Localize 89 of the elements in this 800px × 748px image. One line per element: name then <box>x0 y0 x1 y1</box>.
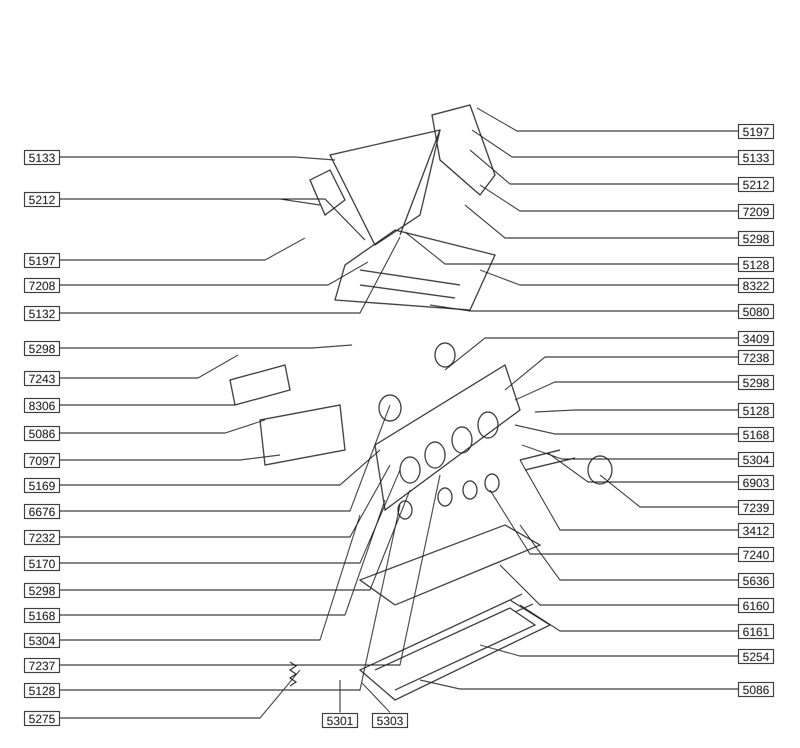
leader-line <box>60 514 360 640</box>
callout-number: 5086 <box>24 426 60 440</box>
leader-line <box>600 474 738 508</box>
callout-number: 5168 <box>24 608 60 622</box>
leader-line <box>60 500 386 616</box>
callout-number: 5636 <box>738 572 774 588</box>
callout-number: 5304 <box>738 452 774 466</box>
callout-number: 5170 <box>24 556 60 570</box>
leader-line <box>60 470 400 564</box>
callout-number: 7243 <box>24 370 60 386</box>
leader-line <box>60 404 236 406</box>
callout-number: 5133 <box>738 150 774 164</box>
callout-number: 7240 <box>738 546 774 562</box>
leader-line <box>60 262 368 286</box>
leader-line <box>480 644 738 656</box>
callout-number: 5275 <box>24 710 60 726</box>
callout-number: 7232 <box>24 530 60 544</box>
callout-number: 5298 <box>24 340 60 356</box>
leader-line <box>60 450 380 486</box>
leader-line <box>420 680 738 690</box>
callout-number: 5133 <box>24 150 60 164</box>
leader-line <box>60 474 440 666</box>
callout-number: 7237 <box>24 658 60 672</box>
leader-line <box>60 156 336 160</box>
leader-line <box>472 130 738 158</box>
leader-line <box>480 270 738 286</box>
callout-number: 7238 <box>738 350 774 364</box>
callout-number: 5168 <box>738 426 774 442</box>
leader-line <box>520 524 738 580</box>
callout-number: 5254 <box>738 648 774 664</box>
leader-line <box>500 564 738 606</box>
leader-line <box>60 404 390 512</box>
callout-number: 5303 <box>372 712 408 728</box>
leader-line <box>60 504 400 690</box>
leader-line <box>464 204 738 238</box>
callout-number: 5298 <box>738 374 774 390</box>
leader-line <box>60 236 400 314</box>
callout-number: 6160 <box>738 598 774 612</box>
callout-number: 5132 <box>24 306 60 320</box>
leader-line <box>60 490 410 590</box>
leader-line <box>60 354 238 378</box>
leader-line <box>444 338 738 370</box>
leader-line <box>60 670 300 718</box>
callout-number: 5298 <box>24 582 60 598</box>
leader-line <box>60 344 352 348</box>
callout-number: 5212 <box>738 176 774 192</box>
leader-line <box>534 410 738 412</box>
leader-line <box>60 454 280 460</box>
leader-line <box>480 184 738 212</box>
callout-number: 3412 <box>738 522 774 538</box>
callout-number: 8306 <box>24 398 60 412</box>
callout-number: 5304 <box>24 632 60 648</box>
callout-number: 7097 <box>24 452 60 468</box>
leader-line <box>490 490 738 554</box>
callout-number: 7208 <box>24 278 60 292</box>
callout-number: 8322 <box>738 278 774 292</box>
callout-number: 7209 <box>738 204 774 218</box>
leader-line <box>514 424 738 434</box>
leader-line <box>60 420 266 434</box>
leader-line <box>522 444 738 460</box>
callout-number: 5086 <box>738 682 774 696</box>
leader-line <box>548 452 738 482</box>
leader-line <box>430 304 738 312</box>
callout-number: 5080 <box>738 304 774 318</box>
callout-number: 6903 <box>738 474 774 490</box>
leader-line <box>60 198 366 240</box>
callout-number: 5128 <box>24 682 60 698</box>
callout-number: 5169 <box>24 478 60 492</box>
leader-line <box>520 460 738 530</box>
callout-number: 5197 <box>738 124 774 138</box>
leader-line <box>470 150 738 184</box>
leader-line <box>404 232 738 264</box>
leader-line <box>60 464 390 538</box>
callout-number: 7239 <box>738 500 774 514</box>
callout-number: 5197 <box>24 252 60 268</box>
callout-number: 6161 <box>738 624 774 638</box>
leader-line <box>476 108 738 132</box>
leader-line <box>520 604 738 632</box>
leader-line <box>504 356 738 390</box>
callout-number: 5128 <box>738 402 774 418</box>
callout-number: 6676 <box>24 504 60 518</box>
callout-number: 5301 <box>322 712 358 728</box>
callout-number: 3409 <box>738 330 774 346</box>
leader-line <box>514 382 738 400</box>
callout-number: 5212 <box>24 192 60 206</box>
leader-line <box>362 682 390 713</box>
leader-line <box>60 238 306 260</box>
callout-number: 5298 <box>738 230 774 246</box>
callout-number: 5128 <box>738 256 774 272</box>
